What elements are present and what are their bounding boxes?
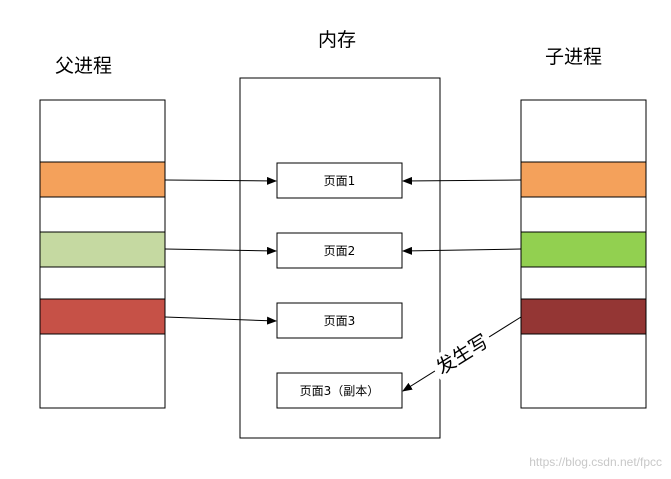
memory-column: 页面1 页面2 页面3 页面3（副本） [239, 77, 441, 439]
page-3-copy-box [276, 372, 403, 409]
arrow-parent-to-page-2 [164, 246, 277, 255]
child-segment-3 [520, 298, 647, 335]
watermark-text: https://blog.csdn.net/fpcc [529, 455, 662, 469]
arrow-child-to-page-2 [402, 246, 522, 255]
page-2-box [276, 232, 403, 269]
child-process-column [520, 99, 647, 409]
page-3-box [276, 302, 403, 339]
child-segment-2 [520, 231, 647, 268]
parent-segment-3 [39, 298, 166, 335]
page-1-label: 页面1 [324, 174, 356, 188]
arrow-parent-to-page-1 [164, 176, 277, 185]
page-3-label: 页面3 [324, 314, 356, 328]
write-event-label-bg [427, 326, 497, 382]
parent-process-column [39, 99, 166, 409]
arrow-parent-to-page-3 [164, 316, 277, 325]
parent-segment-1 [39, 161, 166, 198]
page-1-box [276, 162, 403, 199]
child-segment-1 [520, 161, 647, 198]
arrow-child-to-page-1 [402, 176, 522, 185]
memory-label: 内存 [318, 29, 356, 51]
page-3-copy-label: 页面3（副本） [300, 384, 380, 398]
parent-segment-2 [39, 231, 166, 268]
child-process-label: 子进程 [545, 46, 602, 68]
page-2-label: 页面2 [324, 244, 356, 258]
parent-process-label: 父进程 [55, 55, 112, 77]
